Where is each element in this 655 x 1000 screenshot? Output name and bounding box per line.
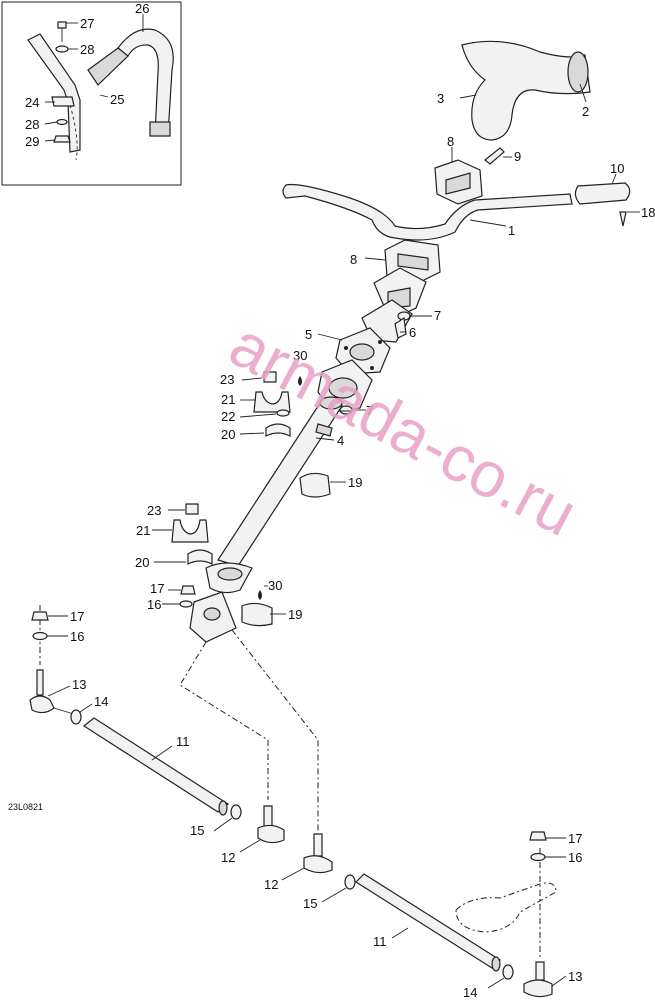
callout-23: 23 bbox=[220, 372, 234, 387]
callout-17: 17 bbox=[70, 609, 84, 624]
callout-28: 28 bbox=[25, 117, 39, 132]
callout-5: 5 bbox=[305, 327, 312, 342]
callout-12: 12 bbox=[264, 877, 278, 892]
right-tie-rod-end: 17 16 14 13 bbox=[455, 831, 582, 1000]
callout-22: 22 bbox=[221, 409, 235, 424]
middle-ball-joint: 15 12 bbox=[190, 804, 285, 865]
callout-26: 26 bbox=[135, 1, 149, 16]
callout-16: 16 bbox=[568, 850, 582, 865]
callout-23: 23 bbox=[147, 503, 161, 518]
callout-10: 10 bbox=[610, 161, 624, 176]
callout-28: 28 bbox=[80, 42, 94, 57]
assembly-paths bbox=[39, 605, 541, 960]
callout-19: 19 bbox=[348, 475, 362, 490]
callout-12: 12 bbox=[221, 850, 235, 865]
figure-code: 23L0821 bbox=[8, 802, 43, 812]
upper-clamp-set: 23 21 22 20 bbox=[220, 371, 291, 442]
callout-15: 15 bbox=[190, 823, 204, 838]
handlebar: 1 bbox=[282, 183, 573, 241]
callout-16: 16 bbox=[147, 597, 161, 612]
callout-19: 19 bbox=[288, 607, 302, 622]
callout-17: 17 bbox=[568, 831, 582, 846]
callout-9: 9 bbox=[514, 149, 521, 164]
callout-17: 17 bbox=[150, 581, 164, 596]
callout-11: 11 bbox=[176, 734, 190, 749]
pad bbox=[87, 47, 129, 86]
grip: 10 18 bbox=[574, 161, 655, 227]
left-tie-rod: 11 bbox=[82, 717, 230, 816]
callout-29: 29 bbox=[25, 134, 39, 149]
callout-14: 14 bbox=[94, 694, 108, 709]
callout-13: 13 bbox=[72, 677, 86, 692]
callout-30: 30 bbox=[293, 348, 307, 363]
callout-16: 16 bbox=[70, 629, 84, 644]
callout-20: 20 bbox=[221, 427, 235, 442]
callout-14: 14 bbox=[463, 985, 477, 1000]
callout-7: 7 bbox=[434, 308, 441, 323]
callout-1: 1 bbox=[508, 223, 515, 238]
upper-clamp: 8 9 bbox=[434, 134, 521, 205]
callout-4: 4 bbox=[337, 433, 344, 448]
callout-13: 13 bbox=[568, 969, 582, 984]
lower-clamp: 8 bbox=[350, 239, 441, 283]
callout-8: 8 bbox=[447, 134, 454, 149]
handlebar-pad: 3 2 bbox=[437, 40, 591, 141]
lower-column-housing: 30 17 16 19 bbox=[147, 562, 302, 643]
callout-18: 18 bbox=[641, 205, 655, 220]
callout-6: 6 bbox=[409, 325, 416, 340]
bushing-upper: 19 bbox=[299, 472, 362, 498]
lower-clamp-set: 23 21 20 bbox=[135, 503, 213, 570]
callout-8: 8 bbox=[350, 252, 357, 267]
callout-21: 21 bbox=[221, 392, 235, 407]
callout-30: 30 bbox=[268, 578, 282, 593]
callout-11: 11 bbox=[373, 934, 387, 949]
callout-7: 7 bbox=[366, 403, 373, 418]
callout-2: 2 bbox=[582, 104, 589, 119]
upper-bracket-assembly: 7 6 bbox=[361, 267, 441, 343]
callout-20: 20 bbox=[135, 555, 149, 570]
right-tie-rod: 11 bbox=[355, 873, 501, 972]
left-tie-rod-end: 17 16 13 14 bbox=[29, 609, 108, 725]
inset-detail: 27 28 24 28 29 25 26 bbox=[1, 1, 182, 186]
callout-27: 27 bbox=[80, 16, 94, 31]
lower-ball-joint: 12 15 bbox=[264, 833, 356, 911]
callout-25: 25 bbox=[110, 92, 124, 107]
callout-15: 15 bbox=[303, 896, 317, 911]
callout-24: 24 bbox=[25, 95, 39, 110]
callout-3: 3 bbox=[437, 91, 444, 106]
callout-21: 21 bbox=[136, 523, 150, 538]
